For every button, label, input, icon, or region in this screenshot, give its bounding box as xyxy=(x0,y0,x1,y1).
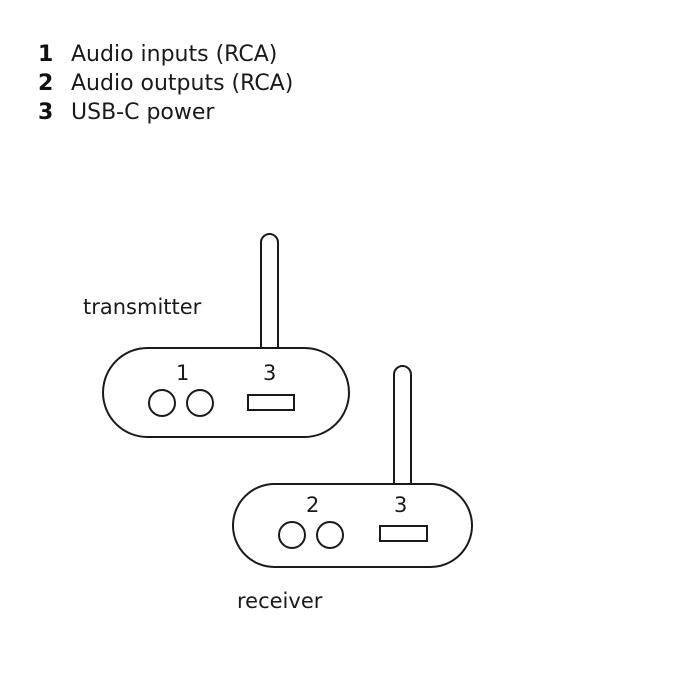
receiver-label: receiver xyxy=(237,589,323,613)
legend-row-audio-outputs: 2 Audio outputs (RCA) xyxy=(38,69,293,98)
receiver-device xyxy=(232,365,473,568)
receiver-body xyxy=(232,483,473,568)
legend-text: USB-C power xyxy=(71,100,215,125)
transmitter-port-label-power: 3 xyxy=(263,361,276,385)
transmitter-rca-jack-right xyxy=(186,389,214,417)
legend-number: 3 xyxy=(38,100,54,125)
transmitter-rca-jack-left xyxy=(148,389,176,417)
transmitter-label: transmitter xyxy=(83,295,202,319)
receiver-antenna xyxy=(393,365,412,493)
receiver-rca-jack-left xyxy=(278,521,306,549)
legend-row-usb-c-power: 3 USB-C power xyxy=(38,98,293,127)
transmitter-port-label-audio: 1 xyxy=(176,361,189,385)
transmitter-usb-c-port xyxy=(247,394,295,411)
legend-text: Audio outputs (RCA) xyxy=(71,71,294,96)
legend-row-audio-inputs: 1 Audio inputs (RCA) xyxy=(38,40,293,69)
legend-text: Audio inputs (RCA) xyxy=(71,42,278,67)
receiver-port-label-audio: 2 xyxy=(306,493,319,517)
legend: 1 Audio inputs (RCA) 2 Audio outputs (RC… xyxy=(38,40,293,127)
receiver-usb-c-port xyxy=(379,525,428,542)
receiver-port-label-power: 3 xyxy=(394,493,407,517)
receiver-rca-jack-right xyxy=(316,521,344,549)
transmitter-body xyxy=(102,347,350,438)
transmitter-antenna xyxy=(260,233,279,359)
legend-number: 2 xyxy=(38,71,54,96)
transmitter-device xyxy=(102,233,350,438)
legend-number: 1 xyxy=(38,42,54,67)
